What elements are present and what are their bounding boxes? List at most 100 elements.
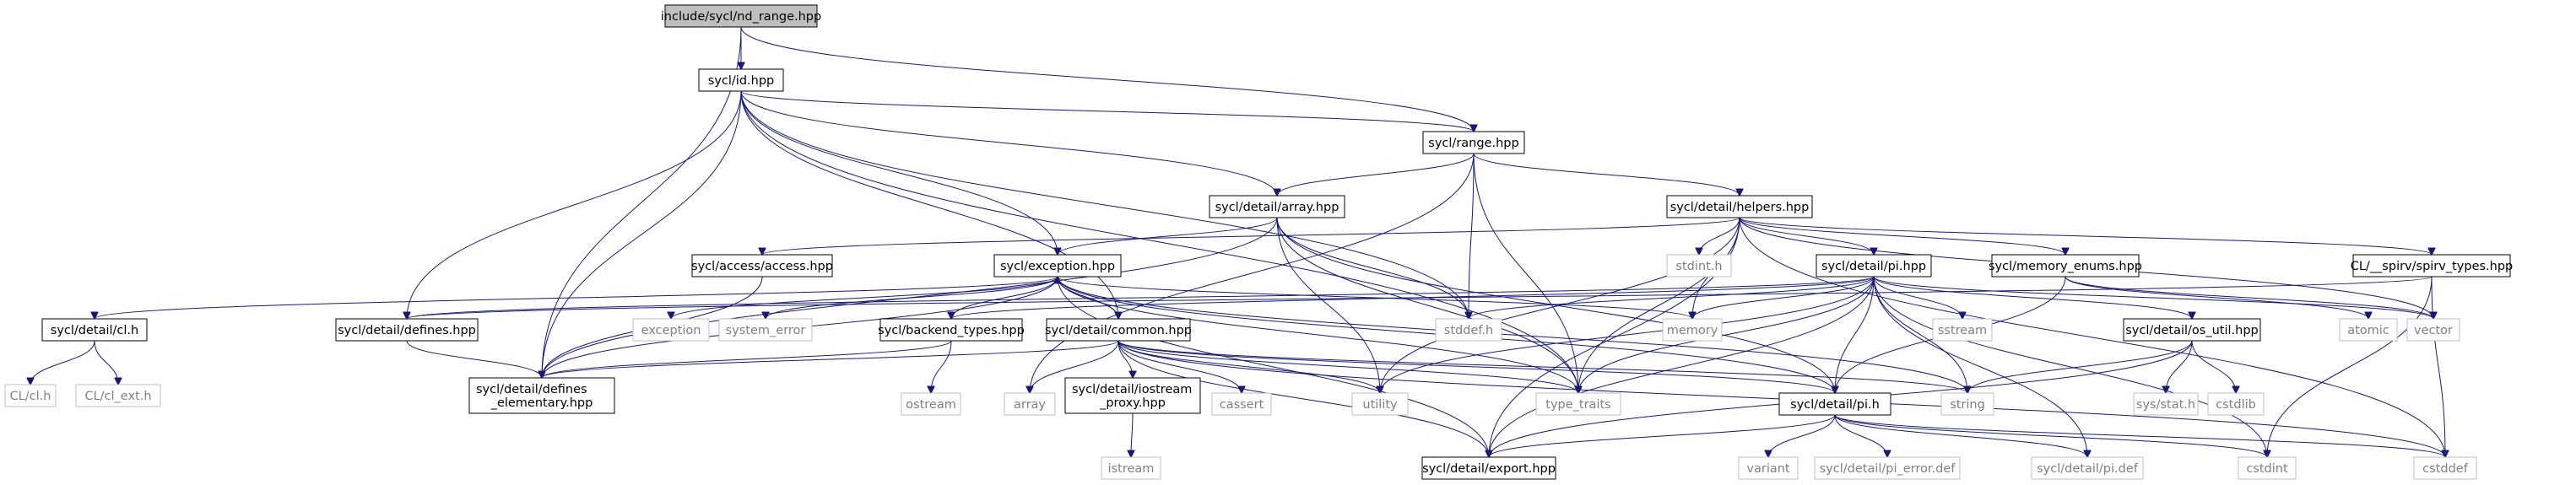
node-label: sycl/detail/common.hpp: [1045, 324, 1192, 337]
edge-nd_range-to-defines_elem: [542, 26, 742, 378]
edge-pi_hpp-to-memory: [1692, 276, 1875, 319]
node-label: utility: [1362, 398, 1398, 412]
edge-pi_hpp-to-sstream: [1873, 276, 1962, 319]
node-label: array: [1014, 398, 1046, 412]
edge-pi_hpp-to-export: [1489, 276, 1875, 457]
node-string: string: [1940, 392, 1994, 416]
edge-pi_hpp-to-type_traits: [1578, 276, 1875, 393]
node-label: cassert: [1220, 398, 1264, 412]
node-type-traits: type_traits: [1535, 392, 1621, 416]
node-stddef-h: stddef.h: [1435, 318, 1502, 342]
edge-exception-to-backend_types: [951, 276, 1058, 319]
node-pi-hpp[interactable]: sycl/detail/pi.hpp: [1816, 254, 1932, 278]
node-box: [1778, 392, 1891, 416]
edge-array_hpp-to-exception: [1058, 217, 1278, 255]
node-label: cstdint: [2246, 462, 2288, 476]
node-utility: utility: [1351, 392, 1409, 416]
edge-helpers-to-access: [762, 217, 1740, 255]
edge-id-to-stddef_h: [740, 90, 1469, 319]
node-label: CL/cl.h: [10, 390, 51, 403]
node-label: cstddef: [2422, 462, 2469, 476]
edge-exception-to-memory: [1057, 276, 1692, 319]
node-box: [41, 318, 148, 342]
node-box: [1064, 377, 1201, 414]
node-helpers[interactable]: sycl/detail/helpers.hpp: [1666, 195, 1813, 218]
node-iostream-proxy[interactable]: sycl/detail/iostream_proxy.hpp: [1064, 377, 1201, 414]
edge-memory_enums-to-atomic: [2065, 276, 2368, 319]
node-array-hpp[interactable]: sycl/detail/array.hpp: [1209, 195, 1345, 218]
edge-pi_h-to-cstddef: [1834, 414, 2445, 457]
node-label: sycl/detail/helpers.hpp: [1670, 201, 1810, 214]
edge-range-to-helpers: [1473, 153, 1740, 196]
edge-pi_hpp-to-vector: [1873, 276, 2433, 319]
node-label: atomic: [2347, 324, 2389, 337]
node-label: CL/cl_ext.h: [84, 390, 151, 403]
node-label: sycl/access/access.hpp: [691, 260, 833, 273]
node-label: sycl/detail/pi_error.def: [1820, 462, 1956, 476]
node-box: [1351, 392, 1409, 416]
node-os-util[interactable]: sycl/detail/os_util.hpp: [2123, 318, 2261, 342]
node-box: [2123, 318, 2261, 342]
node-exception[interactable]: sycl/exception.hpp: [993, 254, 1122, 278]
edge-id-to-defines_elem: [542, 90, 742, 378]
node-label: sys/stat.h: [2136, 398, 2195, 412]
node-box: [1940, 392, 1994, 416]
edge-array_hpp-to-type_traits: [1276, 217, 1578, 393]
node-vector: vector: [2406, 318, 2460, 342]
node-stdint-h: stdint.h: [1666, 254, 1732, 278]
node-label: sycl/detail/defines: [476, 383, 587, 396]
node-common[interactable]: sycl/detail/common.hpp: [1045, 318, 1192, 342]
node-label: sycl/detail/pi.hpp: [1821, 260, 1926, 273]
node-box: [2413, 456, 2477, 480]
node-cl-ext: CL/cl_ext.h: [75, 384, 161, 407]
edge-helpers-to-utility: [1380, 217, 1740, 393]
node-box: [698, 68, 784, 92]
node-box: [993, 254, 1122, 278]
node-cstdlib: cstdlib: [2207, 392, 2265, 416]
edge-common-to-export: [1118, 340, 1489, 457]
node-access[interactable]: sycl/access/access.hpp: [691, 254, 833, 278]
edge-common-to-pi_h: [1118, 340, 1835, 393]
edge-pi_hpp-to-os_util: [1873, 276, 2192, 319]
edge-backend_types-to-defines_elem: [542, 340, 952, 378]
node-pi-h[interactable]: sycl/detail/pi.h: [1778, 392, 1891, 416]
node-cl-h-d[interactable]: sycl/detail/cl.h: [41, 318, 148, 342]
node-box: [1535, 392, 1621, 416]
edge-pi_h-to-variant: [1768, 414, 1836, 457]
node-label: sycl/detail/export.hpp: [1422, 462, 1556, 476]
node-ostream: ostream: [901, 392, 961, 416]
node-box: [1435, 318, 1502, 342]
node-nd-range: include/sycl/nd_range.hpp: [661, 4, 821, 28]
edge-common-to-exception: [1058, 277, 1119, 320]
node-box: [1666, 254, 1732, 278]
edge-helpers-to-type_traits: [1578, 217, 1740, 393]
edge-range-to-array_hpp: [1277, 153, 1475, 196]
node-memory-enums[interactable]: sycl/memory_enums.hpp: [1989, 254, 2142, 278]
edge-pi_h-to-pi_error_def: [1834, 414, 1887, 457]
node-export[interactable]: sycl/detail/export.hpp: [1421, 456, 1556, 480]
node-box: [1738, 456, 1799, 480]
edge-memory_enums-to-vector: [2065, 276, 2433, 319]
node-cassert: cassert: [1211, 392, 1272, 416]
node-id[interactable]: sycl/id.hpp: [698, 68, 784, 92]
edge-exception-to-exception_std: [671, 276, 1058, 319]
node-label: stdint.h: [1675, 260, 1722, 273]
node-pi-error-def: sycl/detail/pi_error.def: [1814, 456, 1961, 480]
edge-spirv-to-cstddef: [2431, 276, 2445, 457]
node-spirv[interactable]: CL/__spirv/spirv_types.hpp: [2351, 254, 2514, 278]
node-defines-elem[interactable]: sycl/detail/defines_elementary.hpp: [468, 377, 615, 414]
edge-common-to-string: [1118, 340, 1967, 393]
node-label: istream: [1108, 462, 1155, 476]
node-range[interactable]: sycl/range.hpp: [1422, 131, 1525, 154]
edge-range-to-type_traits: [1473, 153, 1578, 393]
node-backend-types[interactable]: sycl/backend_types.hpp: [878, 318, 1025, 342]
node-label: stddef.h: [1444, 324, 1493, 337]
node-cstddef: cstddef: [2413, 456, 2477, 480]
node-box: [691, 254, 833, 278]
node-box: [1421, 456, 1556, 480]
node-label: sycl/exception.hpp: [1000, 260, 1115, 273]
edge-nd_range-to-range: [740, 26, 1474, 132]
node-defines[interactable]: sycl/detail/defines.hpp: [335, 318, 479, 342]
edge-pi_hpp-to-utility: [1380, 276, 1875, 393]
edge-helpers-to-pi_hpp: [1739, 217, 1874, 255]
